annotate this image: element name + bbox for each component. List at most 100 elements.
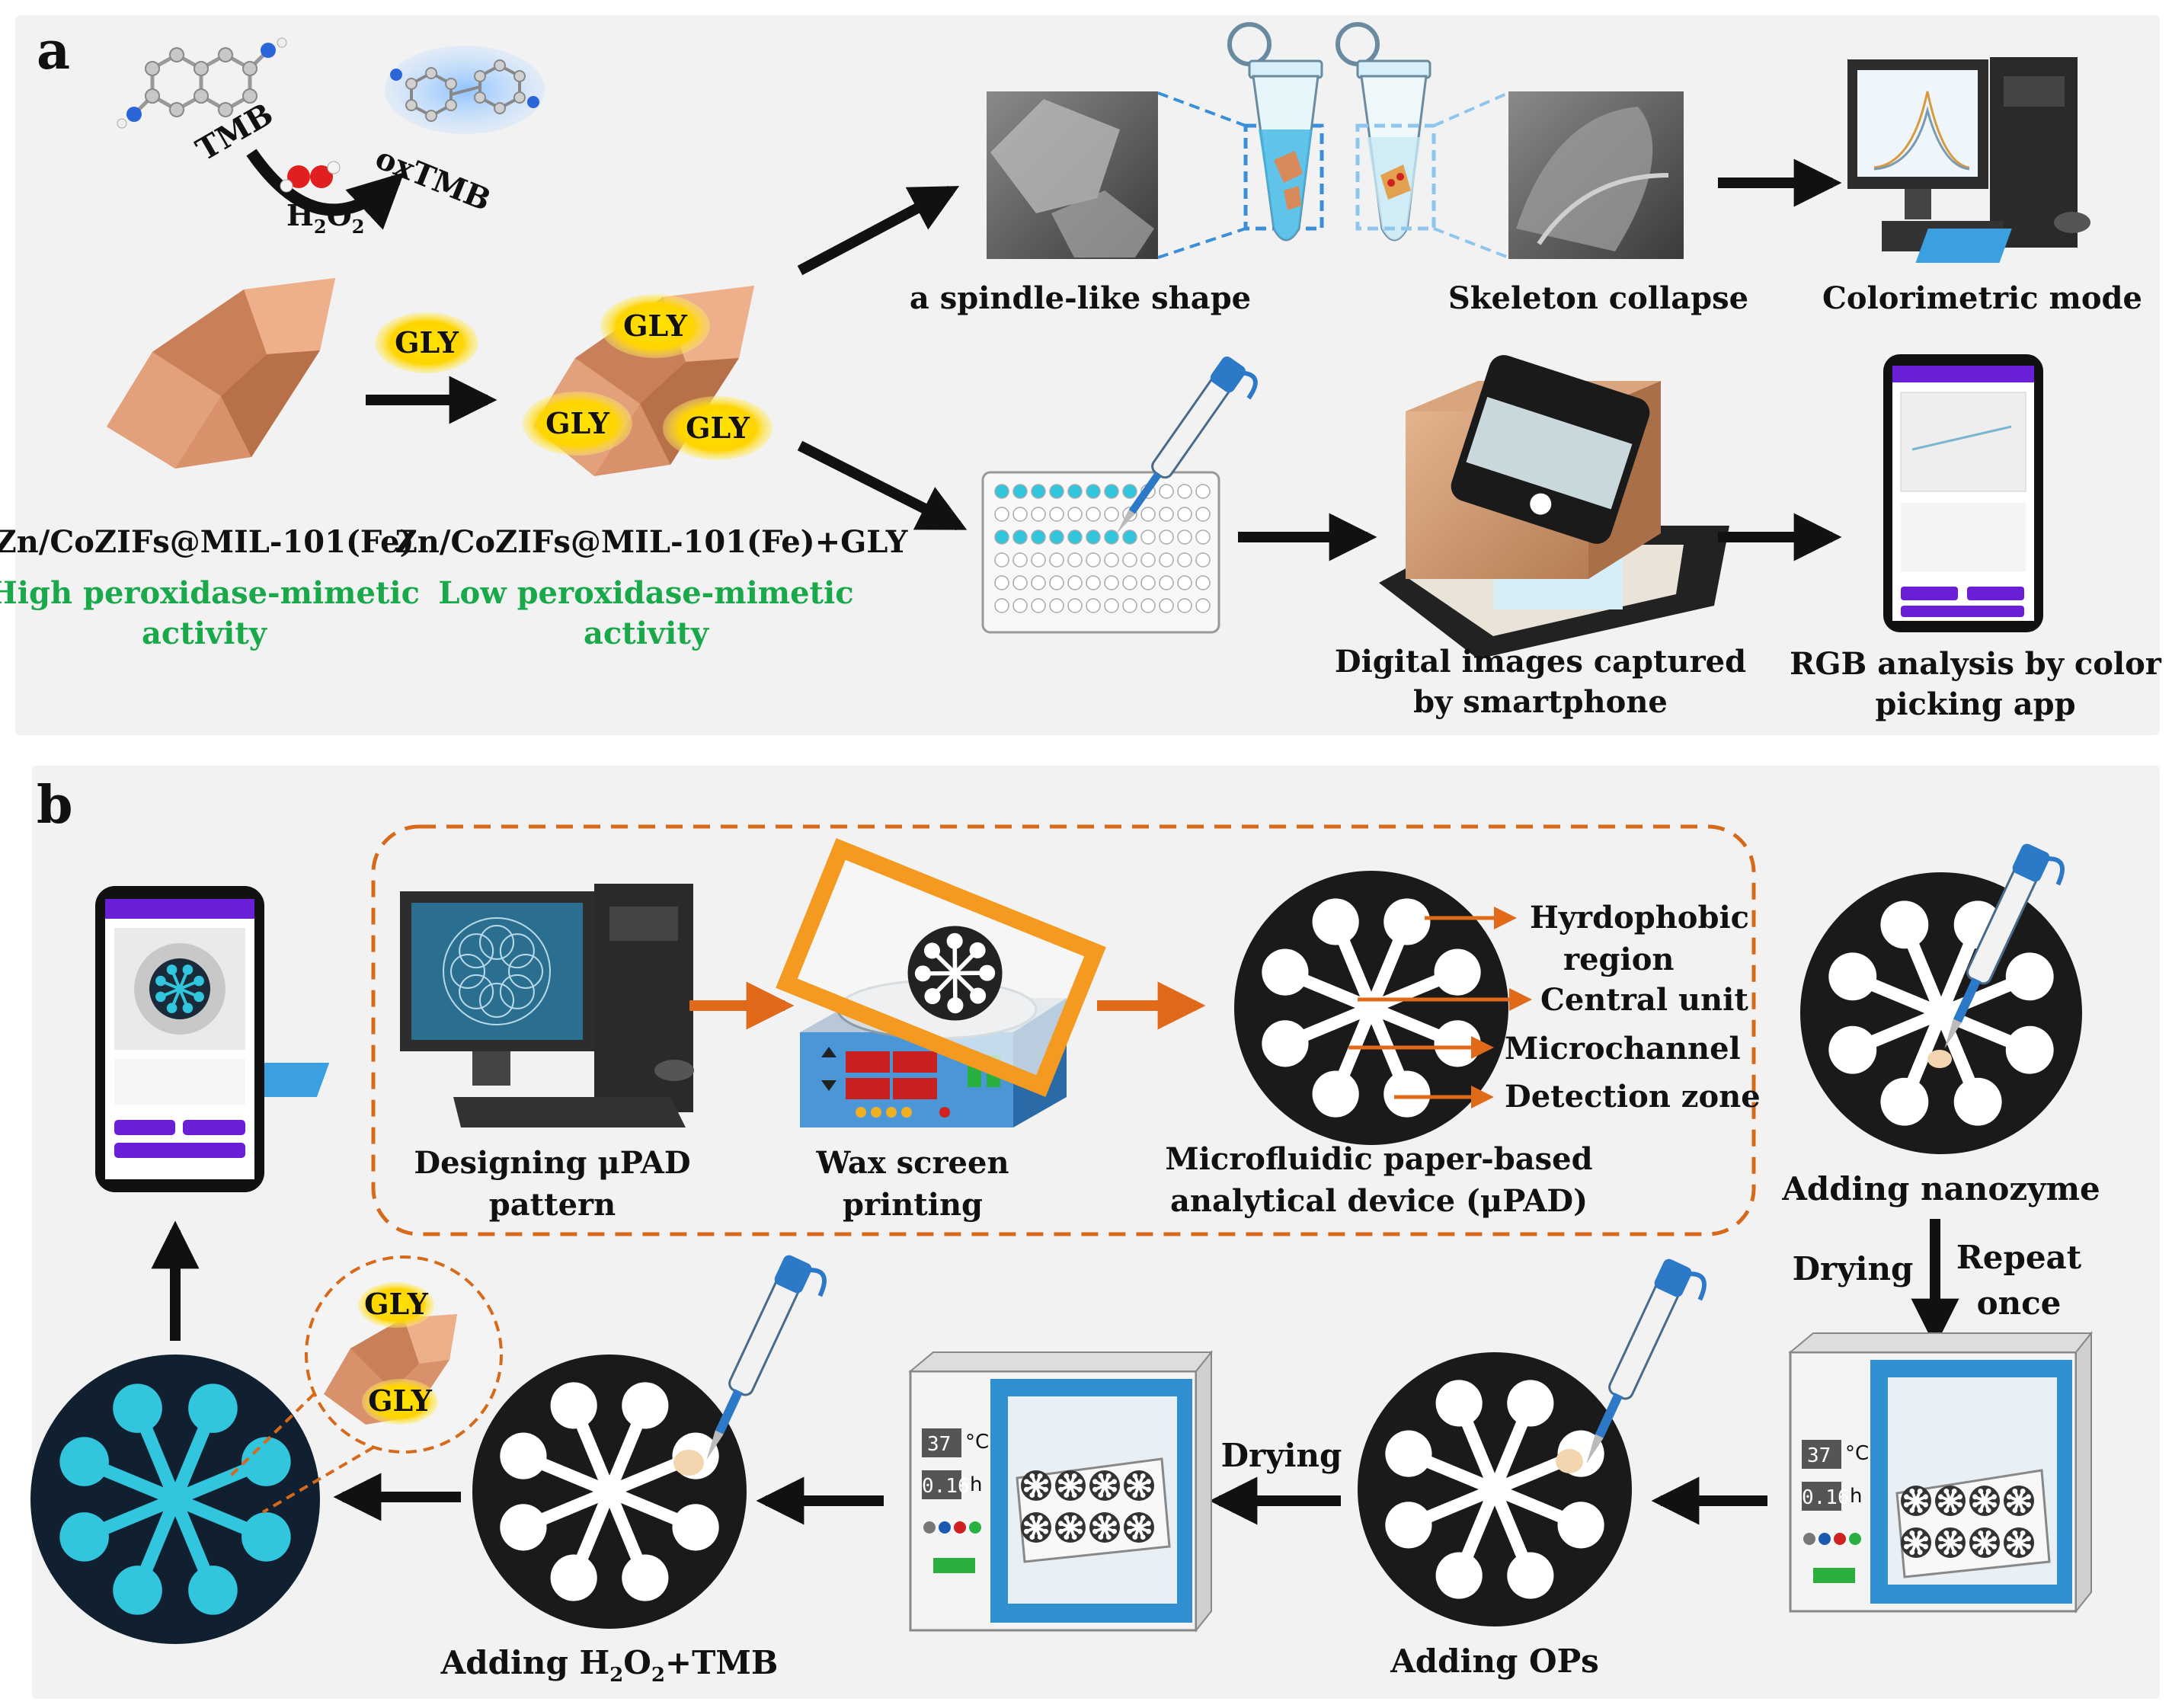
- gly-badge: GLY: [663, 396, 773, 460]
- upad-detection-zone: [1105, 1515, 1112, 1521]
- upad-detection-zone: [1951, 1508, 1957, 1513]
- upad-detection-zone: [1972, 1494, 1978, 1500]
- upad-detection-zone: [1105, 1534, 1112, 1540]
- upad-detection-zone: [1077, 1479, 1083, 1485]
- upad-disk-nanozyme: [1800, 872, 2082, 1154]
- plate-well: [1122, 552, 1137, 568]
- upad-fabrication-region: [371, 824, 1756, 1236]
- computer-icon: [232, 884, 694, 1127]
- upad-detection-zone: [1112, 1521, 1117, 1527]
- caption-ops: Adding OPs: [1390, 1642, 1599, 1680]
- plate-well: [1086, 575, 1101, 590]
- svg-text:0.16: 0.16: [922, 1475, 970, 1498]
- svg-text:GLY: GLY: [545, 406, 610, 440]
- upad-detection-zone: [2020, 1489, 2026, 1494]
- nanozyme-droplet: [1927, 1050, 1952, 1068]
- zoom-lines-left: [1157, 91, 1246, 259]
- plate-well: [1067, 507, 1083, 522]
- result-app-phone: [95, 886, 264, 1192]
- upad-detection-zone: [2026, 1502, 2031, 1508]
- upad-detection-zone: [1383, 898, 1431, 945]
- upad-detection-zone: [1917, 1530, 1923, 1536]
- plate-well: [1067, 529, 1083, 545]
- wax-screen-frame: [776, 838, 1106, 1097]
- design-petal-outline: [499, 974, 535, 1009]
- plate-well: [1086, 598, 1101, 613]
- plate-well: [1177, 484, 1192, 499]
- upad-detection-zone: [1064, 1534, 1070, 1540]
- pipette-icon: [1116, 357, 1258, 534]
- upad-detection-zone: [242, 1437, 291, 1486]
- plate-well: [1012, 484, 1028, 499]
- upad-detection-zone: [1043, 1521, 1048, 1527]
- plate-well: [994, 529, 1009, 545]
- upad-detection-zone: [1909, 1489, 1915, 1494]
- upad-detection-zone: [1909, 1550, 1915, 1555]
- sem-image-spindle: [987, 91, 1158, 259]
- caption-upad-line1: Microfluidic paper-based: [1165, 1141, 1592, 1177]
- upad-detection-zone: [1071, 1473, 1077, 1479]
- upad-detection-zone: [1985, 1530, 1991, 1536]
- caption-colorimetric: Colorimetric mode: [1822, 280, 2142, 316]
- upad-detection-zone: [194, 975, 204, 987]
- upad-detection-zone: [1828, 1025, 1877, 1074]
- svg-text:GLY: GLY: [368, 1383, 433, 1418]
- caption-rgb-line2: picking app: [1875, 686, 2075, 722]
- upad-detection-zone: [1098, 1473, 1104, 1479]
- plate-well: [1122, 484, 1137, 499]
- upad-detection-zone: [1112, 1528, 1117, 1534]
- plate-well: [1195, 552, 1211, 568]
- upad-detection-zone: [1132, 1473, 1138, 1479]
- upad-detection-zone: [622, 1554, 669, 1601]
- material2-name: Zn/CoZIFs@MIL-101(Fe)+GLY: [395, 524, 908, 560]
- upad-detection-zone: [1943, 1530, 1950, 1536]
- upad-detection-zone: [1071, 1534, 1077, 1540]
- plate-well: [1140, 552, 1156, 568]
- upad-detection-zone: [622, 1382, 669, 1429]
- upad-detection-zone: [1058, 1521, 1064, 1527]
- plate-well: [1195, 507, 1211, 522]
- upad-detection-zone: [1978, 1489, 1984, 1494]
- plate-well: [1086, 507, 1101, 522]
- svg-text:37: 37: [1807, 1444, 1831, 1467]
- design-petal-outline: [450, 954, 485, 989]
- plate-well: [1140, 529, 1156, 545]
- design-petal-outline: [459, 933, 494, 969]
- material1-activity-line2: activity: [142, 616, 268, 651]
- upad-detection-zone: [1132, 1492, 1138, 1498]
- label-central-unit: Central unit: [1540, 982, 1748, 1018]
- upad-detection-zone: [2007, 1502, 2012, 1508]
- upad-central-unit: [161, 1485, 190, 1514]
- upad-detection-zone: [2007, 1494, 2012, 1500]
- design-petal-outline: [459, 974, 494, 1009]
- design-petal-outline: [499, 933, 535, 969]
- upad-detection-zone: [155, 975, 166, 987]
- drying-oven-icon: 37 °C 0.16 h: [1788, 1331, 2094, 1614]
- upad-detection-zone: [1909, 1530, 1915, 1536]
- plate-well: [1067, 575, 1083, 590]
- upad-detection-zone: [1957, 1543, 1962, 1550]
- upad-detection-zone: [1024, 1521, 1029, 1527]
- plate-well: [1195, 575, 1211, 590]
- plate-well: [1031, 552, 1046, 568]
- upad-detection-zone: [1923, 1543, 1928, 1550]
- svg-text:GLY: GLY: [395, 325, 459, 360]
- plate-well: [1049, 529, 1064, 545]
- upad-detection-zone: [1951, 1489, 1957, 1494]
- plate-well: [1177, 507, 1192, 522]
- tmb-molecule-icon: [117, 37, 287, 129]
- caption-nanozyme: Adding nanozyme: [1781, 1170, 2100, 1207]
- plate-well: [1049, 484, 1064, 499]
- plate-well: [1104, 484, 1119, 499]
- upad-detection-zone: [182, 964, 194, 975]
- upad-detection-zone: [1262, 948, 1309, 996]
- design-petal-outline: [508, 954, 543, 989]
- pipette-icon: [1944, 843, 2065, 1049]
- plate-well: [1195, 484, 1211, 499]
- upad-detection-zone: [1112, 1486, 1117, 1492]
- design-outer-outline: [443, 917, 551, 1025]
- svg-text:°C: °C: [965, 1431, 989, 1454]
- upad-detection-zone: [2007, 1543, 2012, 1550]
- upad-detection-zone: [1140, 1515, 1146, 1521]
- plate-well: [994, 484, 1009, 499]
